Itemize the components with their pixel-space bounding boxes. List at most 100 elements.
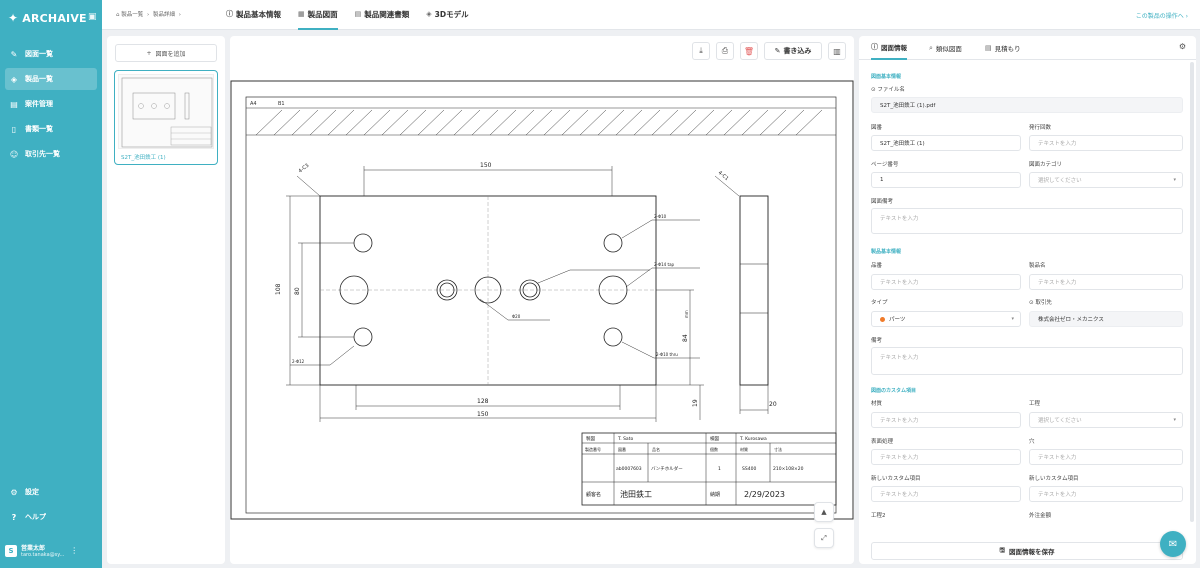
sidebar-item-customers[interactable]: ☺取引先一覧 [9,149,60,159]
drawing-no-field[interactable]: S2T_池田鉄工 (1) [871,135,1021,151]
note-field[interactable]: テキストを入力 [871,347,1183,375]
info-icon: ⓘ [871,43,878,51]
drawing-note-field[interactable]: テキストを入力 [871,208,1183,234]
sidebar-item-help[interactable]: ?ヘルプ [5,506,97,528]
tab-3d-model[interactable]: ◈3Dモデル [426,9,469,19]
people-icon: ☺ [9,149,19,159]
sidebar-item-settings[interactable]: ⚙設定 [10,487,39,497]
section-custom-fields: 図面のカスタム項目 [871,388,917,394]
tb-header-qty: 個数 [710,446,718,452]
panel-collapse-icon[interactable]: ▣ [88,12,97,22]
panel-scrollbar[interactable] [1190,62,1194,522]
dim-hole-left-bottom: 2-Φ12 [292,359,305,364]
fit-to-screen-button[interactable]: ⤢ [814,528,834,548]
dim-unit-mm: mm [684,310,689,318]
avatar: S [5,544,17,557]
download-button[interactable]: ⤓ [692,42,710,60]
tb-header-drawing-no: 図番 [618,446,626,452]
tab-product-documents[interactable]: ▤製品関連書類 [354,9,410,19]
dim-top-width: 150 [480,162,492,169]
file-icon: ▤ [985,44,992,52]
tb-drafter-label: 製図 [586,435,595,442]
drawing-thumbnail[interactable]: S2T_池田鉄工 (1) [114,70,218,165]
process-select[interactable]: 選択してください▾ [1029,412,1183,428]
app-logo[interactable]: ✦ ARCHAIVE ▣ [8,11,97,25]
sheet-scale-code: B1 [278,101,285,107]
dim-hole-mid: 2-Φ14 tap [654,262,675,267]
type-label: タイプ [871,300,888,306]
add-drawing-button[interactable]: +図面を追加 [115,44,217,62]
tb-product-name: バンチホルダー [651,465,683,472]
file-name-field[interactable]: S2T_池田鉄工 (1).pdf [871,97,1183,113]
category-label: 図面カテゴリ [1029,162,1063,168]
tab-estimate[interactable]: ▤見積もり [985,44,1021,53]
drawing-icon: ▦ [298,10,305,18]
drawing-sheet [230,80,854,520]
dim-side-width: 20 [769,401,777,408]
custom-field-2[interactable]: テキストを入力 [1029,486,1183,502]
dim-height-inner: 80 [294,287,301,295]
sidebar-item-projects[interactable]: ▤案件管理 [10,99,53,109]
save-icon: 🖫 [999,545,1006,554]
customer-label: ⊙ 取引先 [1029,300,1052,306]
page-no-field[interactable]: 1 [871,172,1021,188]
print-button[interactable]: ⎙ [716,42,734,60]
dim-height-total: 108 [275,283,282,295]
tb-customer-label: 顧客名 [586,491,601,498]
save-drawing-info-button[interactable]: 🖫図面情報を保存 [871,542,1183,560]
tab-product-drawings[interactable]: ▦製品図面 [298,0,338,30]
revision-field[interactable]: テキストを入力 [1029,135,1183,151]
user-menu[interactable]: S 営業太郎 taro.tanaka@sy... ⋮ [5,543,78,558]
part-no-field[interactable]: テキストを入力 [871,274,1021,290]
chat-icon: ✉ [1168,538,1178,550]
custom-field-2-label: 新しいカスタム項目 [1029,476,1079,482]
drawing-no-label: 図番 [871,125,883,131]
section-drawing-basic: 図面基本情報 [871,74,902,80]
side-view-outline [739,195,769,386]
gear-icon[interactable]: ⚙ [1178,42,1186,51]
write-annotation-button[interactable]: ✎書き込み [764,42,822,60]
chevron-right-icon: › [147,12,150,18]
title-block [581,432,837,506]
drawing-canvas[interactable]: A4 B1 [230,80,854,520]
chat-button[interactable]: ✉ [1160,531,1186,557]
product-actions-link[interactable]: この製品の操作へ › [1135,13,1188,20]
product-name-field[interactable]: テキストを入力 [1029,274,1183,290]
surface-field[interactable]: テキストを入力 [871,449,1021,465]
zoom-in-button[interactable]: ▲ [814,502,834,522]
lock-icon: ⊙ [871,87,878,93]
drawing-thumbnail-name: S2T_池田鉄工 (1) [121,155,166,161]
type-select[interactable]: パーツ▾ [871,311,1021,327]
tb-material: SS400 [742,466,756,472]
plus-icon: + [146,49,152,57]
tb-header-material: 材質 [740,446,748,452]
tb-qty: 1 [718,466,721,472]
custom-field-1[interactable]: テキストを入力 [871,486,1021,502]
lock-icon: ⊙ [1029,300,1036,306]
category-select[interactable]: 選択してください▾ [1029,172,1183,188]
panel-toggle-button[interactable]: ▥ [828,42,846,60]
cube-icon: ◈ [426,10,432,18]
tb-checker-value: T. Kurosawa [739,436,767,442]
material-field[interactable]: テキストを入力 [871,412,1021,428]
sidebar-item-documents[interactable]: ▯書類一覧 [5,118,97,140]
hole-field[interactable]: テキストを入力 [1029,449,1183,465]
customer-field[interactable]: 株式会社ゼロ・メカニクス [1029,311,1183,327]
file-name-label: ⊙ ファイル名 [871,87,905,93]
breadcrumb-product-detail[interactable]: 製品詳細 [152,12,175,18]
tb-checker-label: 検図 [710,435,719,442]
file-icon: ▤ [354,10,362,18]
delete-button[interactable]: 🗑 [740,42,758,60]
breadcrumb-products[interactable]: 製品一覧 [121,12,144,18]
expand-icon: ⤢ [821,533,827,542]
material-label: 材質 [871,401,883,407]
part-no-label: 品番 [871,263,883,269]
tb-drawing-no: ab0007603 [616,466,642,472]
sidebar-item-drawings[interactable]: ✎図面一覧 [10,49,53,59]
sidebar-item-products[interactable]: ◈製品一覧 [5,68,97,90]
more-vertical-icon[interactable]: ⋮ [70,546,79,555]
tab-similar-drawings[interactable]: ⌕類似図面 [929,43,962,54]
dim-bottom-inner: 128 [477,398,489,405]
